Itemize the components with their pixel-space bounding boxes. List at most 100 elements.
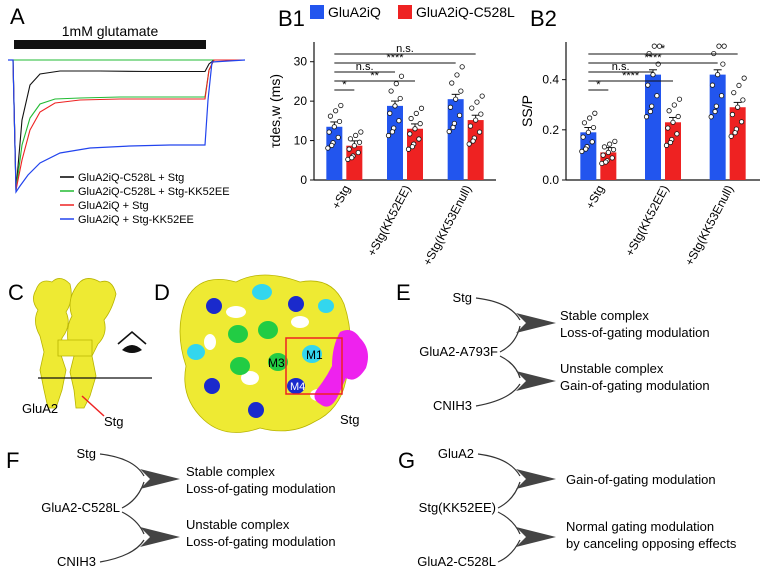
- data-point: [646, 50, 652, 57]
- panel-d-label: D: [154, 280, 170, 305]
- data-point: [329, 142, 335, 149]
- panel-c-label: C: [8, 280, 24, 305]
- data-point: [647, 108, 654, 115]
- e-outcome1-line1: Stable complex: [560, 308, 649, 323]
- data-point: [609, 155, 615, 161]
- data-point: [449, 80, 455, 86]
- data-point: [709, 82, 716, 88]
- y-axis-label: SS/P: [519, 95, 535, 127]
- f-outcome1-line2: Loss-of-gating modulation: [186, 481, 336, 496]
- data-point: [676, 96, 683, 102]
- data-point: [407, 131, 413, 137]
- trace-black: [8, 59, 245, 191]
- data-point: [453, 96, 459, 102]
- f-input-2: GluA2-C528L: [41, 500, 120, 515]
- data-point: [715, 72, 721, 78]
- data-point: [416, 136, 422, 142]
- stg-pointer-line: [81, 395, 105, 417]
- data-point: [716, 43, 722, 49]
- data-point: [396, 118, 402, 124]
- data-point: [612, 138, 618, 144]
- e-outcome1-line2: Loss-of-gating modulation: [560, 325, 710, 340]
- legend-glua2iq-c528l: GluA2iQ-C528L: [416, 4, 515, 20]
- data-point: [470, 138, 476, 144]
- stg-label-d: Stg: [340, 412, 360, 427]
- m3-helix: [268, 353, 288, 371]
- legend-item-2: GluA2iQ-C528L + Stg-KK52EE: [78, 186, 230, 198]
- data-point: [711, 50, 717, 57]
- data-point: [580, 134, 586, 140]
- bar-0-0: [326, 126, 343, 180]
- significance-label: ****: [644, 52, 662, 64]
- g-input-1: GluA2: [438, 446, 474, 461]
- y-tick-label: 0.2: [542, 123, 559, 137]
- zoom-box: [285, 337, 343, 395]
- data-point: [467, 123, 474, 129]
- data-point: [610, 147, 617, 153]
- f-outcome2-line2: Loss-of-gating modulation: [186, 534, 336, 549]
- data-point: [408, 115, 414, 122]
- data-point: [581, 120, 588, 126]
- panel-e: E Stg GluA2-A793F CNIH3 Stable complex L…: [396, 280, 710, 413]
- legend-swatch-glua2iq-c528l: [398, 5, 412, 19]
- data-point: [413, 110, 419, 116]
- eye-icon: [117, 330, 147, 345]
- significance-label: ****: [386, 52, 404, 64]
- data-point: [600, 152, 606, 158]
- data-point: [409, 144, 415, 150]
- x-tick-label: +Stg: [329, 183, 353, 212]
- data-point: [387, 110, 393, 116]
- y-axis-label: τdes,w (ms): [267, 74, 283, 148]
- significance-label: n.s.: [396, 43, 414, 55]
- data-point: [338, 102, 344, 109]
- panel-a-label: A: [10, 4, 25, 29]
- y-tick-label: 30: [294, 55, 308, 69]
- data-point: [454, 72, 460, 78]
- data-point: [456, 112, 463, 118]
- data-point: [336, 118, 343, 125]
- data-point: [728, 133, 734, 139]
- glutamate-application-bar: [14, 40, 206, 49]
- significance-label: *: [661, 43, 666, 55]
- g-input-2: Stg(KK52EE): [419, 500, 496, 515]
- data-point: [735, 104, 741, 110]
- data-point: [393, 81, 399, 87]
- bar-1-2: [729, 107, 746, 180]
- panel-d: D M1 M3 M4: [154, 274, 368, 433]
- bar-0-2: [709, 74, 726, 180]
- significance-label: **: [370, 70, 379, 82]
- g-outcome2-line1: Normal gating modulation: [566, 519, 714, 534]
- e-input-1: Stg: [452, 290, 472, 305]
- data-point: [650, 72, 656, 78]
- f-input-3: CNIH3: [57, 554, 96, 569]
- data-point: [392, 103, 398, 109]
- data-point: [325, 145, 331, 151]
- data-point: [479, 93, 485, 99]
- panel-g: G GluA2 Stg(KK52EE) GluA2-C528L Gain-of-…: [398, 446, 737, 569]
- data-point: [347, 136, 354, 142]
- data-point: [590, 124, 597, 131]
- e-arrow-1: [516, 313, 556, 333]
- data-point: [731, 90, 737, 96]
- data-point: [667, 139, 674, 146]
- m4-label: M4: [290, 381, 305, 393]
- data-point: [603, 159, 609, 165]
- legend-item-1: GluA2iQ-C528L + Stg: [78, 172, 184, 184]
- data-point: [601, 144, 608, 150]
- data-point: [331, 124, 337, 130]
- data-point: [720, 61, 726, 67]
- data-point: [327, 113, 334, 119]
- data-point: [450, 124, 456, 131]
- data-point: [729, 111, 736, 118]
- m4-helix: [287, 378, 305, 394]
- panel-c: C GluA2 Stg: [8, 278, 152, 429]
- e-input-3: CNIH3: [433, 398, 472, 413]
- data-point: [654, 93, 660, 99]
- bar-0-2: [447, 99, 464, 180]
- data-point: [356, 139, 363, 145]
- data-point: [607, 141, 613, 147]
- stg-density: [314, 330, 368, 407]
- y-tick-label: 0.4: [542, 73, 559, 87]
- glua2-label: GluA2: [22, 401, 58, 416]
- data-point: [674, 131, 680, 137]
